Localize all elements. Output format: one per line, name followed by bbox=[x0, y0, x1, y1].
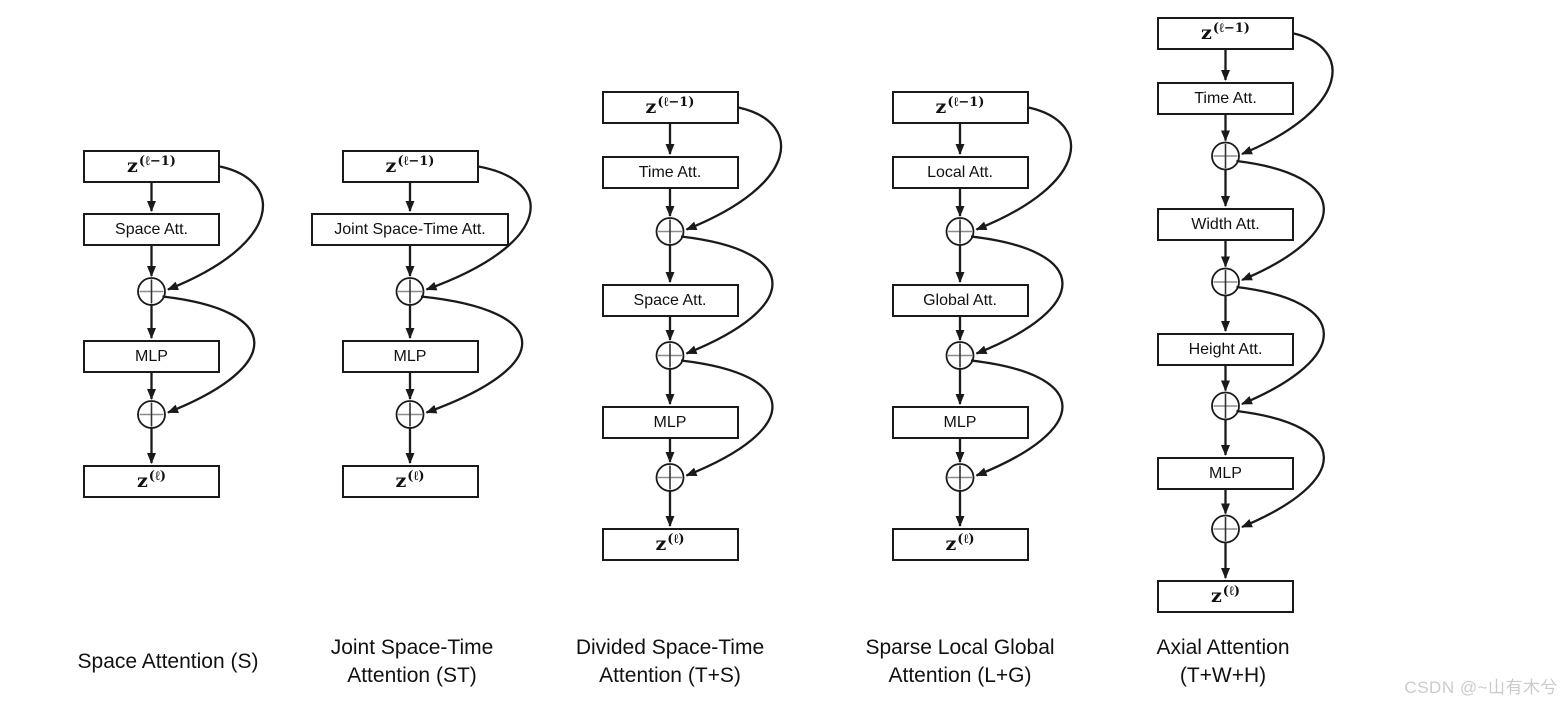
caption-line: Attention (ST) bbox=[347, 664, 477, 687]
column-caption: Axial Attention (T+W+H) bbox=[1063, 634, 1383, 690]
tensor-output-box: z(ℓ) bbox=[1157, 580, 1294, 613]
tensor-symbol: z bbox=[935, 96, 947, 118]
block-space-att: Space Att. bbox=[83, 213, 220, 246]
tensor-input-box: z(ℓ−1) bbox=[1157, 17, 1294, 50]
tensor-superscript: (ℓ−1) bbox=[397, 154, 435, 169]
block-joint-space-time-att: Joint Space-Time Att. bbox=[311, 213, 509, 246]
tensor-superscript: (ℓ−1) bbox=[138, 154, 176, 169]
tensor-superscript: (ℓ) bbox=[1222, 584, 1240, 599]
tensor-superscript: (ℓ) bbox=[667, 532, 685, 547]
tensor-symbol: z bbox=[137, 470, 148, 492]
tensor-symbol: z bbox=[385, 155, 397, 177]
caption-line: Attention (L+G) bbox=[888, 664, 1032, 687]
block-mlp: MLP bbox=[601, 406, 739, 439]
tensor-superscript: (ℓ−1) bbox=[947, 95, 985, 110]
plus-circle-icon bbox=[137, 277, 166, 306]
tensor-input-box: z(ℓ−1) bbox=[341, 150, 479, 183]
tensor-superscript: (ℓ) bbox=[148, 469, 166, 484]
tensor-input-box: z(ℓ−1) bbox=[601, 91, 739, 124]
tensor-symbol: z bbox=[655, 533, 667, 555]
block-height-att: Height Att. bbox=[1157, 333, 1294, 366]
tensor-symbol: z bbox=[645, 96, 657, 118]
tensor-output-box: z(ℓ) bbox=[83, 465, 220, 498]
plus-circle-icon bbox=[1211, 141, 1240, 171]
block-global-att: Global Att. bbox=[891, 284, 1029, 317]
tensor-symbol: z bbox=[1201, 22, 1212, 44]
column-caption: Space Attention (S) bbox=[8, 648, 328, 676]
tensor-superscript: (ℓ) bbox=[957, 532, 975, 547]
caption-line: Joint Space-Time bbox=[330, 636, 494, 659]
block-local-att: Local Att. bbox=[891, 156, 1029, 189]
tensor-superscript: (ℓ) bbox=[407, 469, 425, 484]
plus-circle-icon bbox=[945, 463, 975, 492]
block-width-att: Width Att. bbox=[1157, 208, 1294, 241]
tensor-input-box: z(ℓ−1) bbox=[83, 150, 220, 183]
caption-line: Space Attention (S) bbox=[77, 650, 259, 673]
block-mlp: MLP bbox=[83, 340, 220, 373]
tensor-output-box: z(ℓ) bbox=[341, 465, 479, 498]
caption-line: Divided Space-Time bbox=[575, 636, 765, 659]
tensor-symbol: z bbox=[127, 155, 138, 177]
plus-circle-icon bbox=[137, 400, 166, 429]
tensor-superscript: (ℓ−1) bbox=[657, 95, 695, 110]
caption-line: (T+W+H) bbox=[1179, 664, 1267, 687]
block-mlp: MLP bbox=[891, 406, 1029, 439]
block-space-att: Space Att. bbox=[601, 284, 739, 317]
block-mlp: MLP bbox=[341, 340, 479, 373]
block-time-att: Time Att. bbox=[601, 156, 739, 189]
watermark-text: CSDN @~山有木兮 bbox=[1404, 678, 1558, 697]
plus-circle-icon bbox=[1211, 267, 1240, 297]
block-mlp: MLP bbox=[1157, 457, 1294, 490]
plus-circle-icon bbox=[655, 463, 685, 492]
tensor-output-box: z(ℓ) bbox=[891, 528, 1029, 561]
plus-circle-icon bbox=[945, 217, 975, 246]
plus-circle-icon bbox=[655, 341, 685, 370]
caption-line: Axial Attention bbox=[1156, 636, 1290, 659]
plus-circle-icon bbox=[1211, 391, 1240, 421]
plus-circle-icon bbox=[395, 400, 425, 429]
tensor-symbol: z bbox=[395, 470, 407, 492]
block-time-att: Time Att. bbox=[1157, 82, 1294, 115]
caption-line: Sparse Local Global bbox=[865, 636, 1055, 659]
plus-circle-icon bbox=[395, 277, 425, 306]
tensor-output-box: z(ℓ) bbox=[601, 528, 739, 561]
caption-line: Attention (T+S) bbox=[599, 664, 741, 687]
tensor-input-box: z(ℓ−1) bbox=[891, 91, 1029, 124]
plus-circle-icon bbox=[1211, 514, 1240, 544]
tensor-symbol: z bbox=[1211, 585, 1222, 607]
tensor-superscript: (ℓ−1) bbox=[1212, 21, 1250, 36]
tensor-symbol: z bbox=[945, 533, 957, 555]
plus-circle-icon bbox=[945, 341, 975, 370]
plus-circle-icon bbox=[655, 217, 685, 246]
